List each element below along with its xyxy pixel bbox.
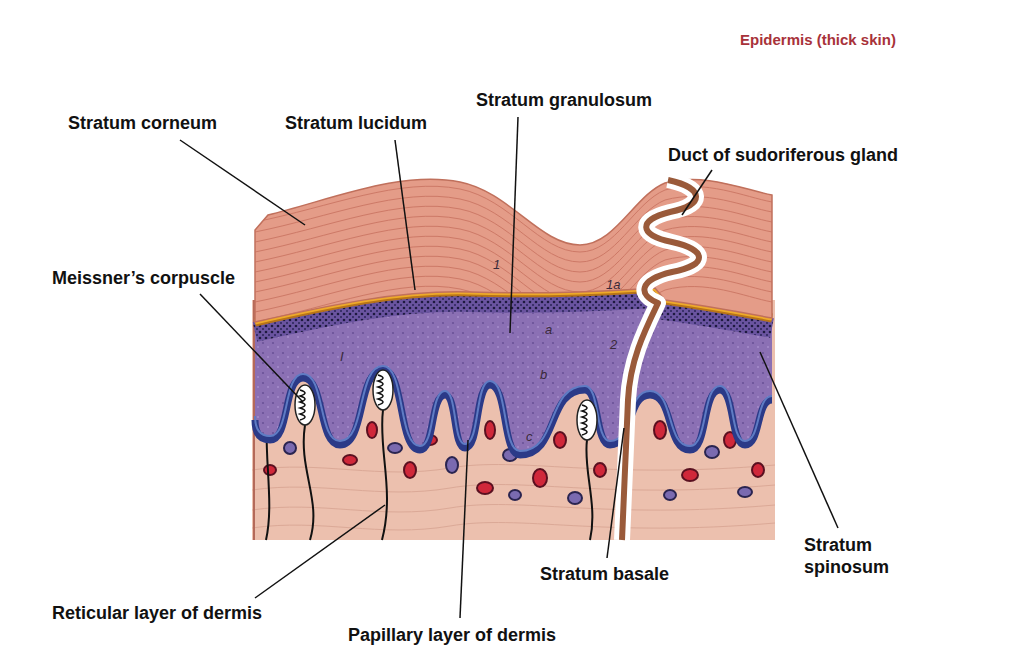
layer-label: Stratum lucidum — [285, 112, 427, 134]
layer-label: Stratum granulosum — [476, 89, 652, 111]
sweat-duct — [622, 180, 699, 540]
callout-number: b — [540, 368, 547, 382]
part-label: Meissner’s corpuscle — [52, 267, 235, 289]
dermis — [252, 300, 775, 540]
callout-number: 1a — [606, 278, 620, 292]
callout-number: a — [545, 323, 552, 337]
part-label: Duct of sudoriferous gland — [668, 144, 898, 166]
callout-number: c — [526, 430, 533, 444]
callout-number: I — [340, 350, 344, 364]
layer-label: Papillary layer of dermis — [348, 624, 556, 646]
layer-label: Reticular layer of dermis — [52, 602, 262, 624]
layer-label: Stratum spinosum — [804, 534, 904, 578]
callout-number: 2 — [610, 338, 617, 352]
leader-lines — [180, 117, 838, 618]
figure-title: Epidermis (thick skin) — [740, 31, 896, 49]
stratum-basale — [255, 370, 772, 455]
callout-number: 1 — [493, 258, 500, 272]
layer-label: Stratum basale — [540, 563, 669, 585]
meissner-corpuscles — [295, 370, 597, 440]
layer-label: Stratum corneum — [68, 112, 217, 134]
